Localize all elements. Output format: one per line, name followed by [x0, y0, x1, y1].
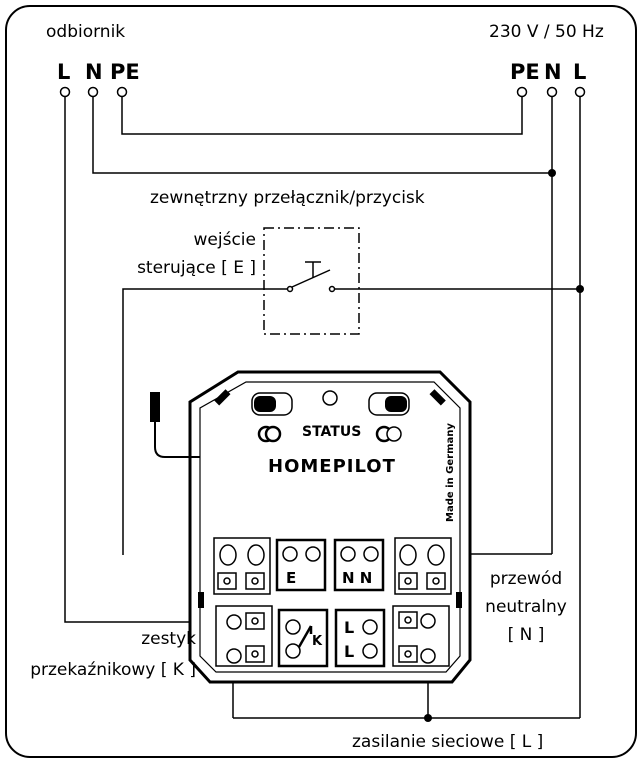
terminal-right-l: L [573, 60, 587, 84]
terminal-nn-label: N N [342, 569, 373, 587]
control-input-line1: wejście [193, 230, 256, 250]
terminal-right-pe: PE [510, 60, 540, 84]
status-label: STATUS [302, 424, 362, 440]
control-input-line2: sterujące [ E ] [137, 258, 256, 278]
terminal-left-pe: PE [110, 60, 140, 84]
neutral-line2: neutralny [485, 597, 567, 617]
terminal-l2-label: L [344, 642, 355, 661]
relay-line2: przekaźnikowy [ K ] [30, 660, 196, 680]
terminal-l1-label: L [344, 618, 355, 637]
terminal-left-l: L [57, 60, 71, 84]
receiver-label: odbiornik [46, 22, 126, 42]
terminal-circles [59, 86, 586, 98]
terminal-right-n: N [544, 60, 562, 84]
terminal-e-label: E [286, 569, 297, 587]
junction-dots [424, 169, 584, 722]
neutral-line1: przewód [489, 569, 563, 589]
brand-logo: HOMEPILOT [268, 456, 396, 477]
supply-label: 230 V / 50 Hz [489, 22, 604, 42]
mains-label: zasilanie sieciowe [ L ] [352, 732, 544, 752]
homepilot-device [150, 370, 472, 684]
terminal-k-label: K [312, 634, 323, 649]
external-switch-box [263, 227, 360, 335]
relay-line1: zestyk [141, 629, 196, 649]
neutral-line3: [ N ] [507, 625, 545, 645]
made-in-germany: Made in Germany [445, 423, 456, 522]
diagram-border [5, 5, 637, 758]
switch-title: zewnętrzny przełącznik/przycisk [150, 188, 425, 208]
switch-symbol [286, 261, 336, 293]
terminal-left-n: N [85, 60, 103, 84]
